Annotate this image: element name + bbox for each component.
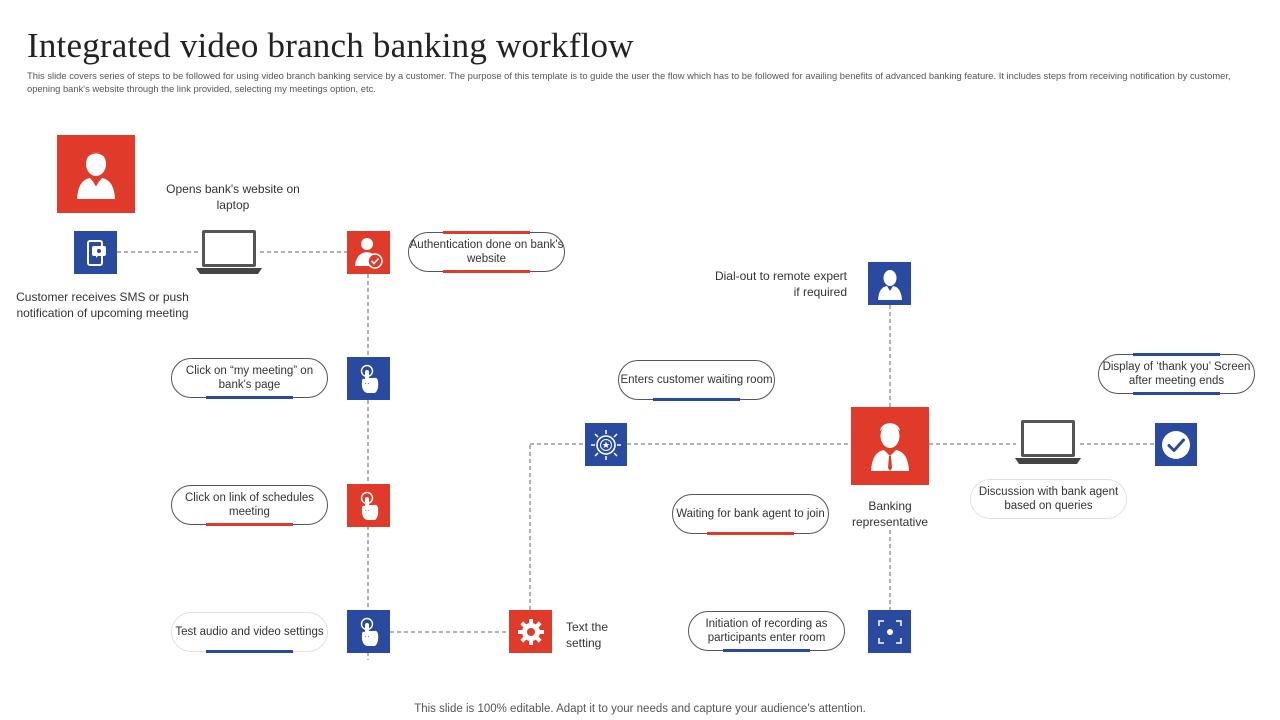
- pill-authentication-text: Authentication done on bank's website: [409, 239, 564, 265]
- laptop-icon: [1015, 420, 1081, 464]
- user-icon: [77, 152, 115, 199]
- pill-enters-waiting-room: Enters customer waiting room: [618, 360, 775, 401]
- hand-pointer-icon: [360, 617, 378, 646]
- pill-initiation-recording: Initiation of recording as participants …: [688, 611, 845, 652]
- camera-focus-icon: [877, 619, 902, 644]
- pill-click-link-text: Click on link of schedules meeting: [184, 492, 315, 518]
- meeting-end-box: [1155, 423, 1197, 466]
- footer-note: This slide is 100% editable. Adapt it to…: [414, 703, 866, 715]
- user-icon: [877, 269, 902, 300]
- label-sms: Customer receives SMS or push notificati…: [16, 290, 189, 320]
- pill-waiting-for-agent: Waiting for bank agent to join: [672, 494, 829, 535]
- page-subtitle: This slide covers series of steps to be …: [27, 70, 1231, 94]
- banking-representative-box: [851, 407, 929, 485]
- user-check-icon: [354, 237, 383, 269]
- pill-enters-waiting-room-text: Enters customer waiting room: [620, 374, 773, 386]
- label-text-setting: Text the setting: [566, 620, 609, 650]
- pill-thank-you: Display of ‘thank you’ Screen after meet…: [1098, 353, 1255, 395]
- setting-box: [509, 610, 552, 653]
- pill-my-meeting: Click on “my meeting” on bank's page: [171, 358, 328, 399]
- remote-expert-box: [868, 262, 911, 305]
- test-audio-box: [347, 610, 390, 653]
- hand-pointer-icon: [360, 491, 378, 520]
- pill-discussion: Discussion with bank agent based on quer…: [970, 479, 1127, 519]
- gear-icon: [517, 618, 544, 645]
- my-meeting-box: [347, 357, 390, 400]
- recording-box: [868, 610, 911, 653]
- laptop-icon: [196, 230, 262, 274]
- pill-thank-you-text: Display of ‘thank you’ Screen after meet…: [1102, 361, 1251, 387]
- pill-click-link: Click on link of schedules meeting: [171, 485, 328, 526]
- click-link-box: [347, 484, 390, 527]
- checkmark-icon: [1162, 430, 1190, 459]
- pill-test-audio: Test audio and video settings: [171, 612, 328, 653]
- pill-discussion-text: Discussion with bank agent based on quer…: [978, 486, 1119, 512]
- auth-box: [347, 231, 390, 274]
- hand-pointer-icon: [360, 364, 378, 393]
- waiting-room-box: [585, 423, 627, 466]
- sms-notification-box: [74, 231, 117, 274]
- user-icon: [871, 423, 909, 471]
- phone-notification-icon: [86, 239, 106, 266]
- pill-initiation-recording-text: Initiation of recording as participants …: [705, 618, 828, 644]
- label-banking-representative: Banking representative: [851, 499, 929, 529]
- pill-waiting-for-agent-text: Waiting for bank agent to join: [676, 508, 825, 520]
- label-opens-website: Opens bank's website on laptop: [166, 182, 300, 212]
- badge-icon: [591, 429, 621, 460]
- label-dial-out: Dial-out to remote expert if required: [714, 269, 847, 299]
- pill-authentication: Authentication done on bank's website: [408, 231, 565, 273]
- customer-avatar-box: [57, 135, 135, 213]
- page-title: Integrated video branch banking workflow: [27, 26, 634, 65]
- pill-test-audio-text: Test audio and video settings: [175, 626, 324, 638]
- pill-my-meeting-text: Click on “my meeting” on bank's page: [185, 365, 314, 391]
